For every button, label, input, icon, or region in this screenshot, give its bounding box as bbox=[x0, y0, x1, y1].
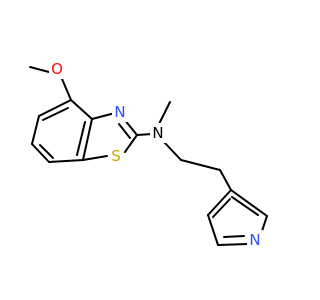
bond-pyridine-3 bbox=[217, 243, 249, 246]
bond-ethyl bbox=[180, 159, 221, 171]
pyridine-nitrogen-label: N bbox=[249, 231, 260, 249]
sulfur-atom: S bbox=[108, 146, 124, 166]
bond-benzene-3-inner bbox=[39, 144, 54, 159]
bond-methyl-oxygen bbox=[29, 66, 50, 73]
bond-s1-c7a bbox=[82, 155, 108, 161]
thiazole-nitrogen-atom: N bbox=[112, 102, 128, 122]
bonds bbox=[29, 66, 268, 246]
bond-benzene-4 bbox=[48, 159, 84, 163]
bond-benzene-1-inner bbox=[42, 107, 69, 121]
bond-n3-c2-double bbox=[118, 123, 131, 139]
bond-c3a-n3 bbox=[91, 112, 116, 120]
amine-nitrogen-atom: N bbox=[150, 123, 166, 143]
bond-benzene-3 bbox=[31, 143, 50, 163]
sulfur-label: S bbox=[111, 147, 121, 165]
bond-pyridine-5-inner bbox=[231, 196, 259, 216]
bond-pyridine-1 bbox=[207, 189, 232, 216]
bond-amine-methyl bbox=[158, 101, 171, 125]
amine-nitrogen-label: N bbox=[152, 124, 163, 142]
pyridine-nitrogen-atom: N bbox=[247, 230, 263, 250]
bond-ethyl-pyridine bbox=[219, 169, 232, 191]
bond-oxygen-ring bbox=[61, 78, 72, 101]
bond-benzene-5 bbox=[82, 118, 93, 161]
bond-pyridine-5 bbox=[230, 189, 268, 217]
bond-pyridine-1-inner bbox=[212, 198, 231, 218]
oxygen-atom: O bbox=[49, 59, 65, 79]
bond-benzene-5-inner bbox=[76, 121, 86, 156]
atom-labels: O N S N N bbox=[49, 59, 263, 250]
bond-benzene-2 bbox=[31, 115, 40, 145]
bond-pyridine-2 bbox=[207, 214, 219, 246]
oxygen-label: O bbox=[51, 60, 63, 78]
bond-benzene-6 bbox=[70, 99, 93, 120]
bond-amine-ethyl bbox=[163, 141, 182, 161]
bond-benzene-1 bbox=[38, 99, 72, 117]
thiazole-nitrogen-label: N bbox=[114, 103, 125, 121]
structure-diagram: O N S N N bbox=[29, 59, 268, 250]
bond-c2-amine bbox=[136, 133, 153, 136]
bond-pyridine-4 bbox=[261, 215, 268, 232]
bond-pyridine-3-inner bbox=[223, 235, 245, 238]
bond-c2-s1 bbox=[124, 134, 138, 153]
